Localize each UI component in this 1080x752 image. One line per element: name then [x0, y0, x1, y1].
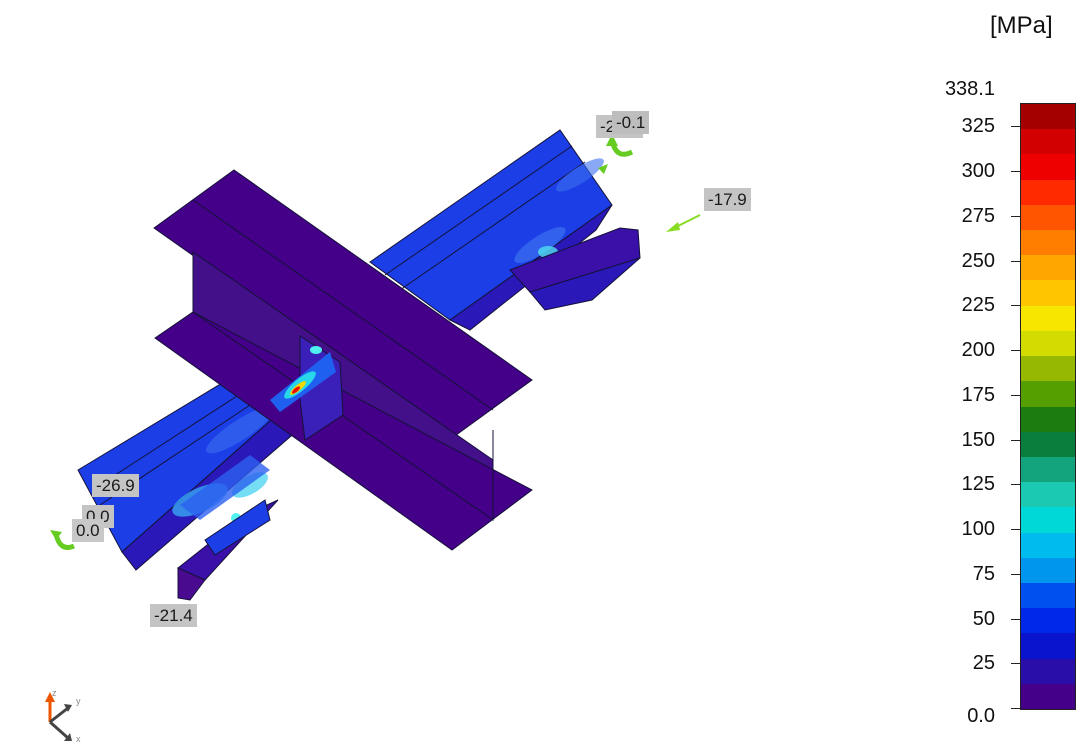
legend-tick-mark: [1011, 573, 1021, 575]
color-scale-segment: [1021, 356, 1075, 382]
legend-unit: [MPa]: [990, 12, 1053, 39]
legend-tick-mark: [1011, 529, 1021, 531]
color-scale-segment: [1021, 154, 1075, 181]
legend-tick-mark: [1011, 126, 1021, 128]
color-scale-segment: [1021, 381, 1075, 407]
legend-tick-mark: [1011, 215, 1021, 217]
legend-tick-label: 225: [961, 294, 995, 317]
legend-tick-label: 250: [961, 249, 995, 272]
legend-max-label: 338.1: [944, 78, 995, 100]
color-scale-segment: [1021, 683, 1075, 710]
legend-tick-label: 125: [961, 473, 995, 496]
column[interactable]: [153, 169, 533, 551]
callout-label: -0.1: [612, 111, 650, 134]
axis-y-label: y: [76, 696, 81, 706]
axis-triad-icon: z y x: [45, 688, 81, 744]
callout-label: -26.9: [92, 474, 139, 497]
color-scale-segment: [1021, 230, 1075, 256]
stiffener-hotspot[interactable]: [270, 335, 344, 441]
cleat-upper[interactable]: [509, 227, 641, 311]
color-scale-segment: [1021, 204, 1075, 231]
legend-tick-mark: [1011, 394, 1021, 396]
callout-label: -21.4: [150, 604, 197, 627]
axis-x-label: x: [76, 734, 81, 744]
legend-tick-label: 200: [961, 339, 995, 362]
color-scale-segment: [1021, 608, 1075, 634]
legend-tick-mark: [1011, 305, 1021, 307]
cleat-lower[interactable]: [177, 499, 279, 601]
legend-tick-mark: [1011, 260, 1021, 262]
color-scale-segment: [1021, 104, 1075, 130]
color-scale-segment: [1021, 658, 1075, 685]
callout-label: -17.9: [704, 188, 751, 211]
color-scale-segment: [1021, 255, 1075, 281]
color-scale-segment: [1021, 431, 1075, 458]
color-scale-segment: [1021, 129, 1075, 155]
legend-tick-label: 150: [961, 428, 995, 451]
legend-tick-label: 300: [961, 160, 995, 183]
legend-tick-label: 275: [961, 204, 995, 227]
axis-z-label: z: [52, 688, 57, 698]
color-scale-segment: [1021, 179, 1075, 206]
legend-tick-label: 25: [972, 652, 995, 675]
legend-tick-label: 0.0: [967, 705, 995, 727]
color-scale-segment: [1021, 406, 1075, 433]
legend-tick-label: 175: [961, 383, 995, 406]
color-scale-segment: [1021, 330, 1075, 357]
callout-label: 0.0: [72, 519, 104, 542]
color-scale-segment: [1021, 582, 1075, 609]
color-scale-segment: [1021, 507, 1075, 534]
color-scale-segment: [1021, 557, 1075, 584]
legend-tick-mark: [1011, 171, 1021, 173]
legend-tick-label: 50: [972, 607, 995, 630]
color-scale-segment: [1021, 532, 1075, 559]
legend-tick-label: 325: [961, 115, 995, 138]
color-scale-segment: [1021, 633, 1075, 660]
legend-tick-mark: [1011, 439, 1021, 441]
legend-tick-mark: [1011, 350, 1021, 352]
legend-tick-mark: [1011, 618, 1021, 620]
legend-tick-label: 75: [972, 562, 995, 585]
legend-tick-mark: [1011, 484, 1021, 486]
legend-tick-mark: [1011, 708, 1021, 709]
legend-tick-mark: [1011, 663, 1021, 665]
color-scale-bar: [1020, 103, 1076, 710]
force-arrow-icon: [666, 214, 701, 232]
moment-arrow-right-icon: [598, 134, 634, 174]
legend-tick-label: 100: [961, 518, 995, 541]
color-scale-segment: [1021, 280, 1075, 307]
color-scale-segment: [1021, 305, 1075, 332]
moment-arrow-left-icon: [50, 530, 75, 550]
color-scale-segment: [1021, 482, 1075, 508]
color-scale-segment: [1021, 456, 1075, 483]
